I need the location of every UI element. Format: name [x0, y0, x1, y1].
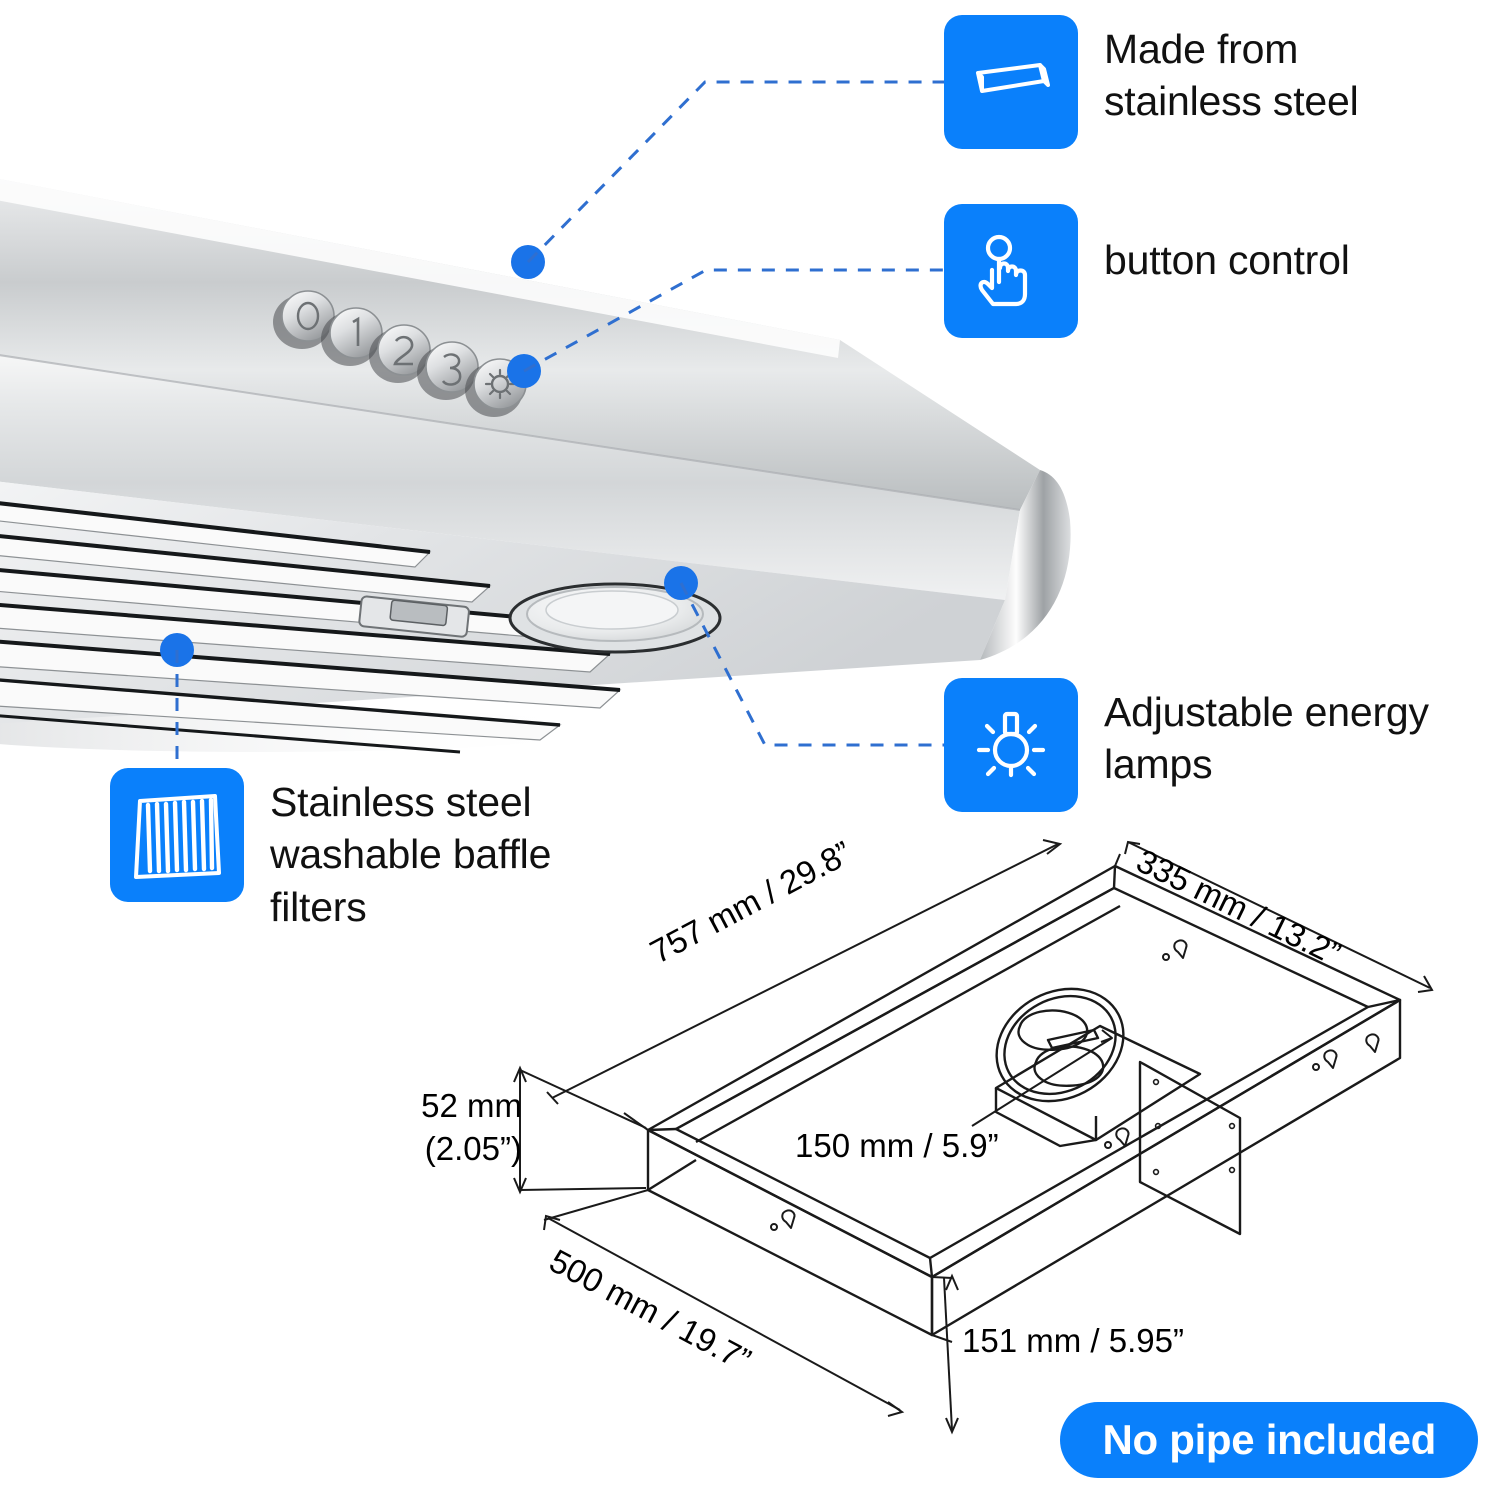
hood-end-cap [980, 470, 1071, 660]
drawing-bevel-c [1367, 998, 1401, 1009]
control-button-3[interactable] [417, 341, 479, 400]
feature-callout-stainless-steel: Made from stainless steel [944, 15, 1359, 149]
control-button-2[interactable] [369, 324, 431, 383]
range-hood-photo [0, 40, 1080, 760]
feature-label-stainless-steel: Made from stainless steel [1104, 26, 1359, 125]
baffle-filter-icon [110, 768, 244, 902]
control-button-1[interactable] [321, 307, 383, 366]
feature-label-baffle-filters: Stainless steel washable baffle filters [270, 779, 552, 930]
control-button-0[interactable] [273, 290, 335, 349]
feature-callout-energy-lamps: Adjustable energy lamps [944, 678, 1429, 812]
hotspot-dot-stainless-steel[interactable] [511, 245, 545, 279]
dimension-label-front-height: 52 mm (2.05”) [421, 1087, 522, 1167]
feature-label-button-control: button control [1104, 237, 1350, 283]
drawing-bevel-d [928, 1257, 934, 1278]
drawing-chamfer [647, 1158, 697, 1192]
drawing-keyhole-slots [770, 939, 1380, 1231]
dimension-technical-drawing: 757 mm / 29.8” 335 mm / 13.2” 52 mm (2.0… [421, 830, 1500, 1450]
drawing-rail-top [675, 886, 1115, 1131]
isometric-hood-drawing [513, 839, 1434, 1435]
drawing-rail-edge [695, 904, 1121, 1144]
no-pipe-included-badge: No pipe included [1060, 1402, 1478, 1478]
stainless-steel-panel-icon [944, 15, 1078, 149]
drawing-blower-assembly [971, 987, 1242, 1236]
drawing-bevel-a [647, 1127, 677, 1132]
hood-face-seam [0, 354, 1021, 511]
feature-label-energy-lamps: Adjustable energy lamps [1104, 689, 1429, 788]
hotspot-dot-baffle-filters[interactable] [160, 633, 194, 667]
hotspot-dot-energy-lamps[interactable] [664, 566, 698, 600]
touch-finger-icon [944, 204, 1078, 338]
drawing-bevel-b [1112, 865, 1117, 889]
drawing-front-face [930, 998, 1402, 1337]
hotspot-dot-button-control[interactable] [507, 354, 541, 388]
filter-latch [358, 595, 470, 638]
dimension-label-body-height: 151 mm / 5.95” [962, 1322, 1184, 1359]
feature-callout-button-control: button control [944, 204, 1350, 338]
range-hood-illustration [0, 179, 1071, 754]
drawing-dimension-lines [513, 839, 1434, 1435]
feature-callout-baffle-filters: Stainless steel washable baffle filters [110, 768, 551, 933]
lamp-rays-icon [944, 678, 1078, 812]
hood-lamp [508, 582, 722, 654]
hood-front-face [0, 355, 1020, 600]
dimension-label-duct: 150 mm / 5.9” [795, 1127, 999, 1164]
hood-top-face [0, 179, 1040, 510]
